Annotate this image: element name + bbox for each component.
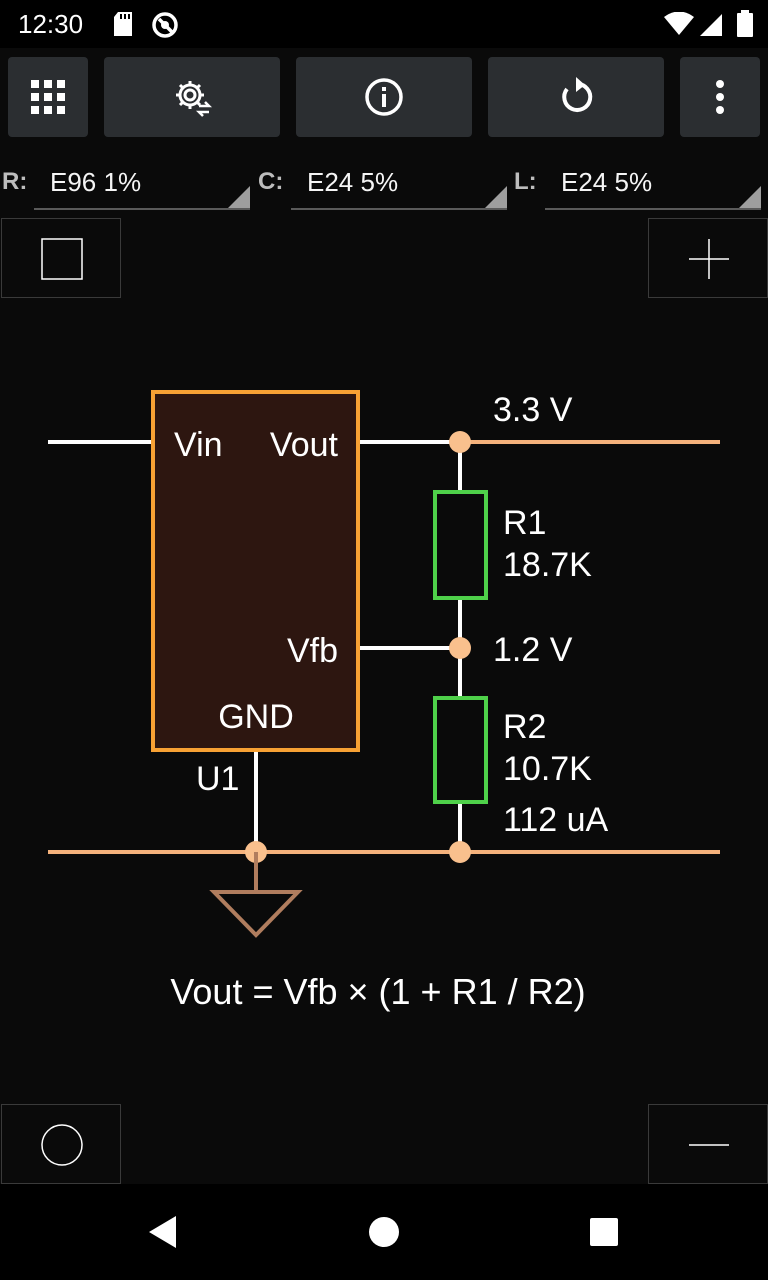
back-icon[interactable] — [146, 1214, 178, 1250]
reset-icon — [562, 77, 593, 112]
node-vout — [449, 431, 471, 453]
dropdown-arrow-icon — [485, 186, 507, 208]
zoom-out-button[interactable] — [648, 1104, 768, 1184]
info-icon — [365, 78, 403, 116]
vout-voltage-label: 3.3 V — [493, 391, 573, 429]
node-r2-ground — [449, 841, 471, 863]
square-tool-button[interactable] — [1, 218, 121, 298]
inductor-series-label: L: — [514, 168, 537, 195]
r2-value-label: 10.7K — [503, 750, 592, 788]
wires — [48, 440, 462, 852]
chip-reference-label: U1 — [196, 760, 239, 798]
inductor-series-dropdown[interactable]: E24 5% — [545, 156, 761, 210]
minus-icon — [689, 1144, 729, 1146]
resistor-r2 — [433, 696, 488, 804]
settings-sync-icon — [176, 81, 213, 117]
pin-vout-label: Vout — [270, 426, 339, 464]
ground-symbol-icon — [209, 852, 303, 938]
r1-value-label: 18.7K — [503, 546, 592, 584]
resistor-series-label: R: — [2, 168, 28, 195]
square-icon — [41, 238, 83, 280]
sd-card-icon — [112, 10, 134, 43]
capacitor-series-value: E24 5% — [307, 167, 399, 197]
capacitor-series-dropdown[interactable]: E24 5% — [291, 156, 507, 210]
resistor-series-dropdown[interactable]: E96 1% — [34, 156, 250, 210]
circle-tool-button[interactable] — [1, 1104, 121, 1184]
settings-button[interactable] — [104, 57, 280, 137]
apps-grid-button[interactable] — [8, 57, 88, 137]
navigation-bar — [0, 1184, 768, 1280]
pin-gnd-label: GND — [218, 698, 294, 736]
reset-button[interactable] — [488, 57, 664, 137]
more-options-button[interactable] — [680, 57, 760, 137]
r1-name-label: R1 — [503, 504, 546, 542]
pin-vin-label: Vin — [174, 426, 223, 464]
resistor-series-value: E96 1% — [50, 167, 142, 197]
status-time: 12:30 — [18, 9, 84, 39]
signal-icon — [698, 12, 724, 43]
plus-icon — [689, 239, 729, 279]
divider-current-label: 112 uA — [503, 801, 609, 839]
pin-vfb-label: Vfb — [287, 632, 338, 670]
circle-icon — [41, 1124, 83, 1166]
home-icon[interactable] — [368, 1216, 400, 1248]
inductor-series-value: E24 5% — [561, 167, 653, 197]
recents-icon[interactable] — [589, 1217, 619, 1247]
formula-text: Vout = Vfb × (1 + R1 / R2) — [170, 971, 585, 1012]
capacitor-series-label: C: — [258, 168, 284, 195]
zoom-in-button[interactable] — [648, 218, 768, 298]
r2-name-label: R2 — [503, 708, 546, 746]
status-bar: 12:30 — [0, 0, 768, 48]
resistor-r1 — [433, 490, 488, 600]
info-button[interactable] — [296, 57, 472, 137]
apps-grid-icon — [31, 80, 65, 114]
vfb-voltage-label: 1.2 V — [493, 631, 573, 669]
dropdown-arrow-icon — [739, 186, 761, 208]
dropdown-arrow-icon — [228, 186, 250, 208]
vpn-icon — [150, 10, 180, 45]
more-vert-icon — [716, 80, 724, 114]
regulator-chip — [151, 390, 360, 752]
wifi-icon — [664, 11, 694, 41]
battery-icon — [736, 10, 754, 43]
node-vfb — [449, 637, 471, 659]
circuit-diagram: Vin Vout Vfb GND U1 R1 18.7K R2 10.7K 11… — [48, 390, 720, 1012]
